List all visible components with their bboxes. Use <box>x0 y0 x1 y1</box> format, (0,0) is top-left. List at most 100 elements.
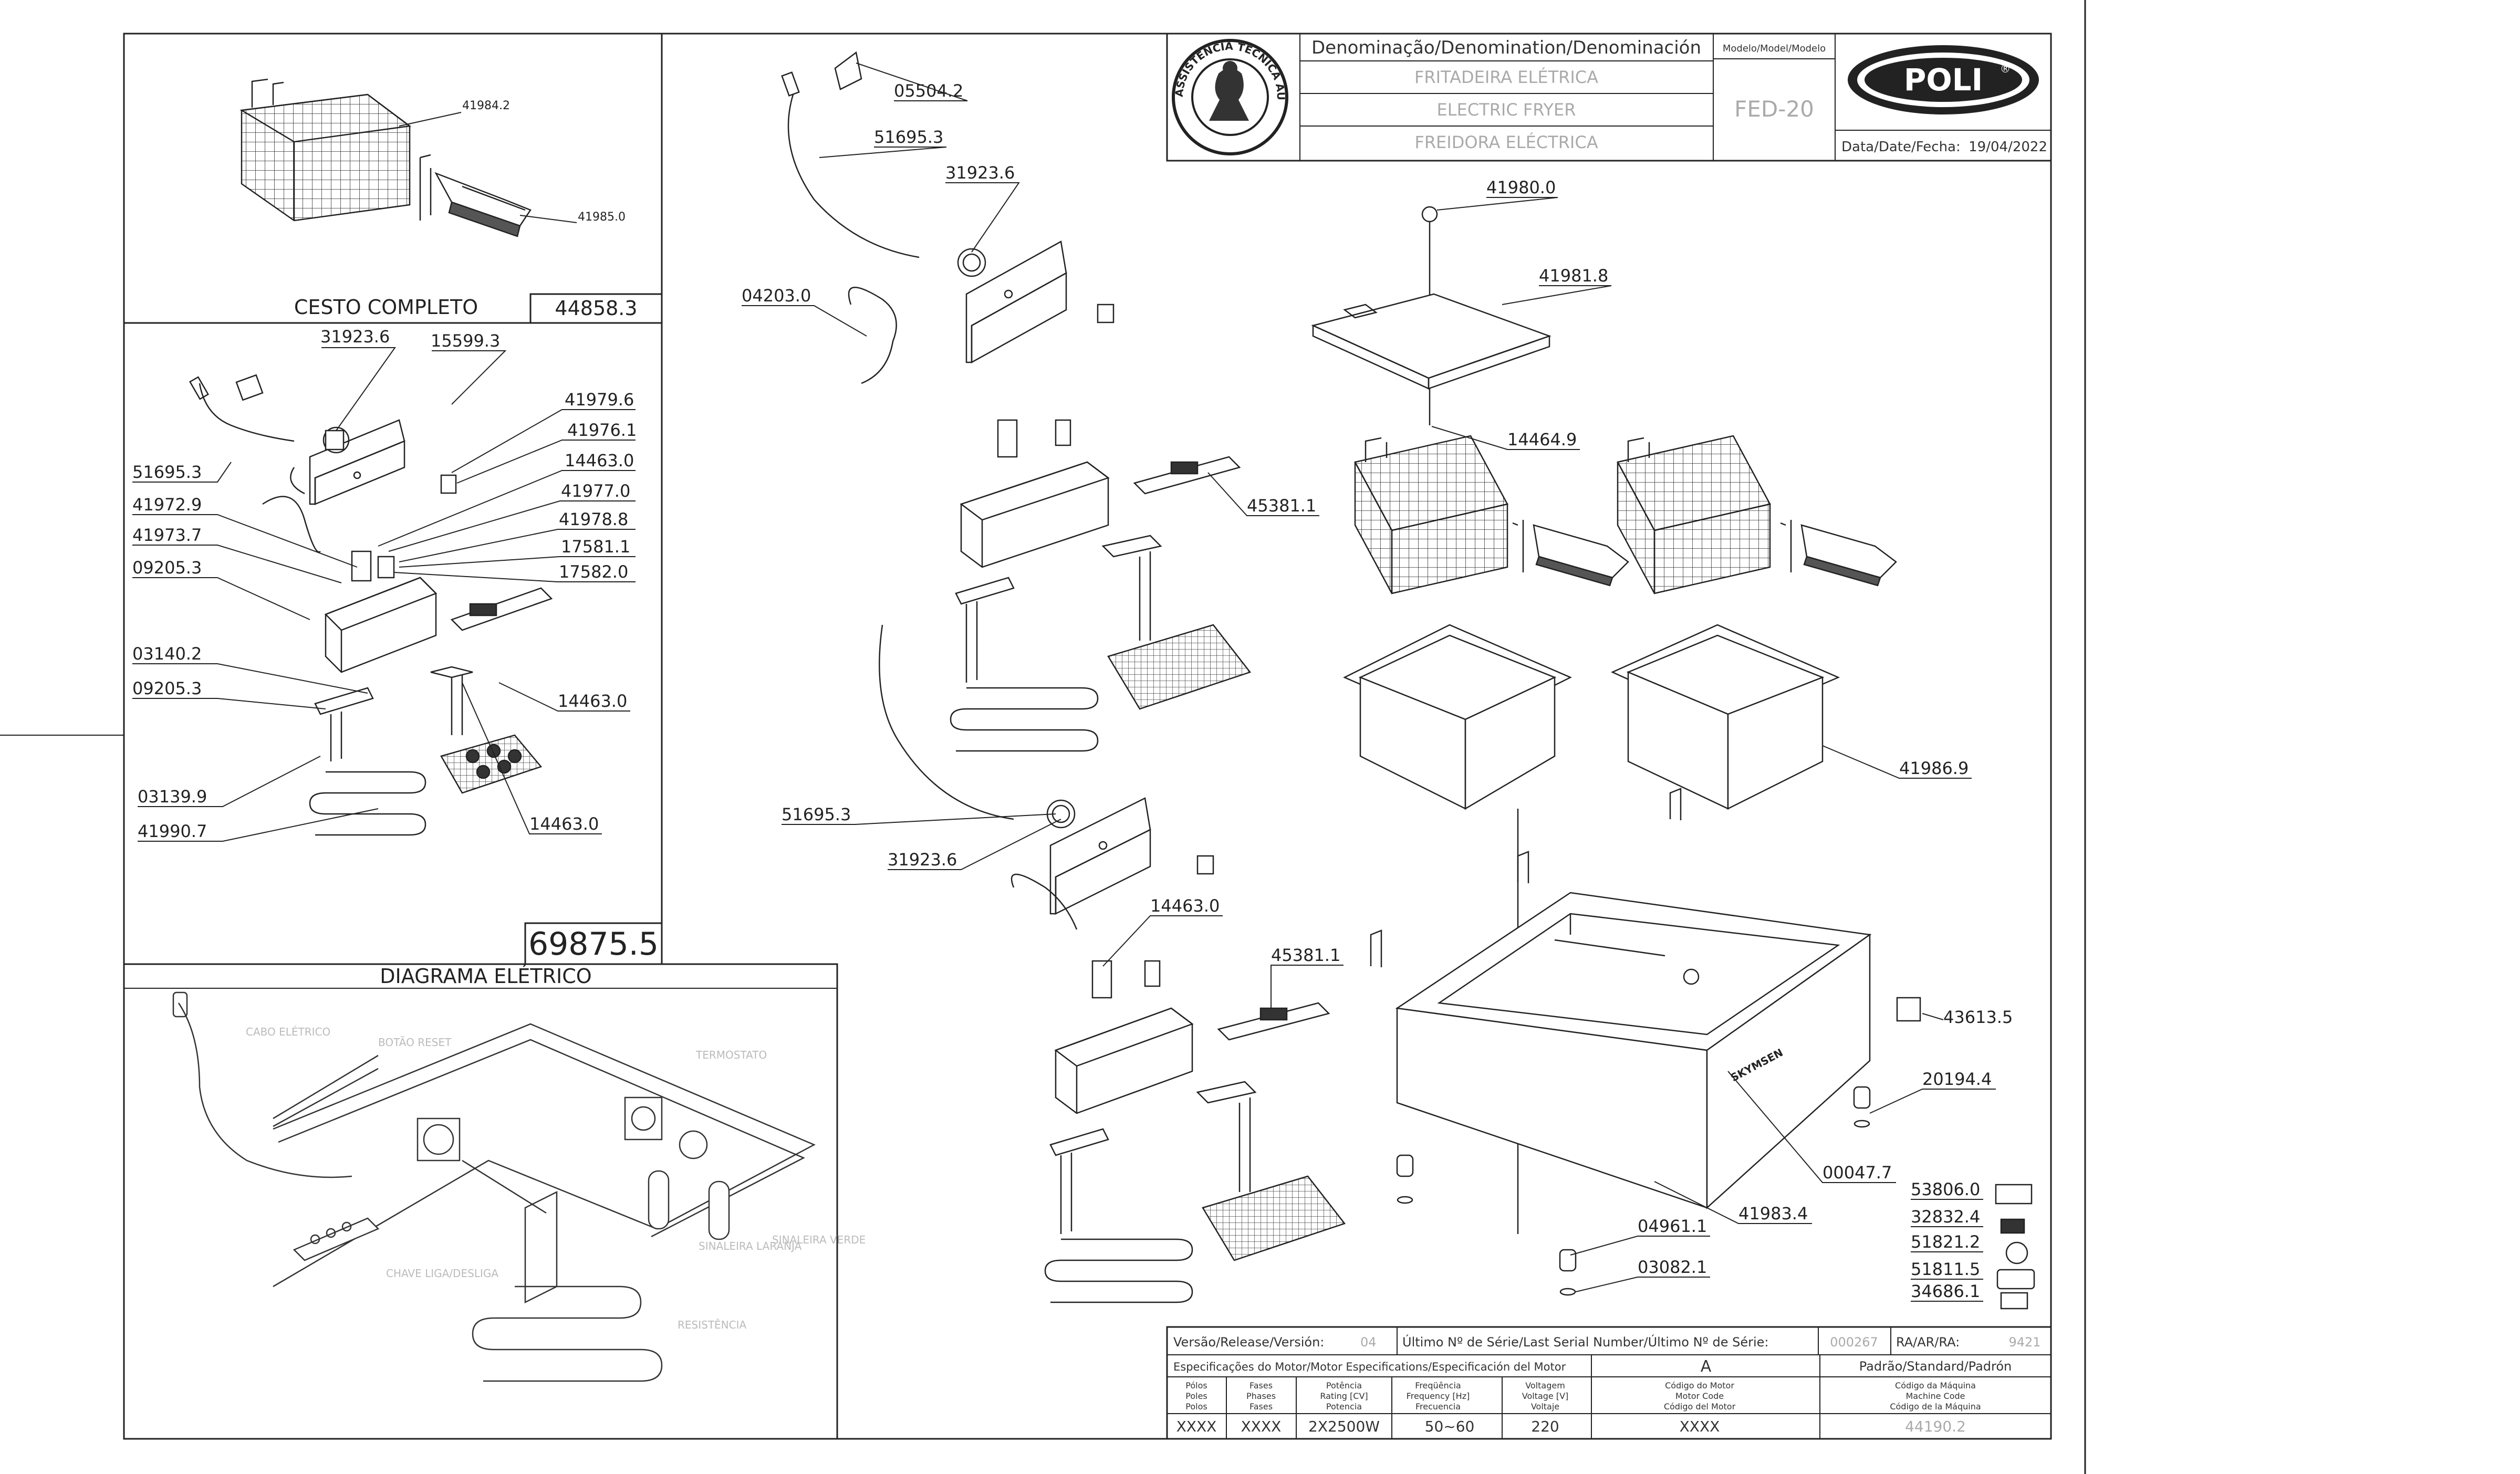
part-label: 41972.9 <box>132 495 202 515</box>
product-name-pt: FRITADEIRA ELÉTRICA <box>1414 67 1598 87</box>
col-motor-code: Código do Motor Motor Code Código del Mo… <box>1664 1381 1736 1435</box>
part-label: 03140.2 <box>132 644 202 664</box>
col-label-line: Código de la Máquina <box>1890 1402 1981 1412</box>
part-label: 17581.1 <box>561 537 630 557</box>
wiring-label-switch: CHAVE LIGA/DESLIGA <box>386 1267 498 1280</box>
col-label-line: Rating [CV] <box>1320 1391 1368 1401</box>
motor-spec-header: Especificações do Motor/Motor Especifica… <box>1173 1361 1566 1373</box>
wiring-diagram <box>172 991 816 1382</box>
part-label: 31923.6 <box>320 327 390 347</box>
product-name-en: ELECTRIC FRYER <box>1437 100 1576 120</box>
part-label: 03139.9 <box>138 787 207 807</box>
col-label-line: Fases <box>1249 1402 1273 1412</box>
part-label: 41985.0 <box>578 211 626 224</box>
col-label-line: Voltage [V] <box>1522 1391 1569 1401</box>
col-label-line: Código da Máquina <box>1895 1381 1976 1391</box>
part-label: 41986.9 <box>1899 758 1969 778</box>
wiring-panel-title: DIAGRAMA ELÉTRICO <box>380 965 591 988</box>
part-label: 51695.3 <box>132 462 202 482</box>
part-label: 51811.5 <box>1911 1259 1980 1279</box>
part-label: 14463.0 <box>1150 896 1220 916</box>
col-label-line: Voltaje <box>1531 1402 1559 1412</box>
wiring-label-resistance: RESISTÊNCIA <box>678 1319 747 1331</box>
part-label: 41976.1 <box>567 420 637 440</box>
col-value: 44190.2 <box>1905 1418 1966 1435</box>
part-label: 17582.0 <box>559 562 628 582</box>
model-value: FED-20 <box>1734 96 1814 122</box>
part-label: 41973.7 <box>132 525 202 545</box>
assembly-code-box <box>524 922 663 965</box>
col-label-line: Código do Motor <box>1665 1381 1734 1391</box>
version-value: 04 <box>1360 1335 1377 1350</box>
spec-table: Versão/Release/Versión: 04 Último Nº de … <box>1166 1326 2052 1440</box>
date-value: 19/04/2022 <box>1969 139 2047 155</box>
col-label-line: Machine Code <box>1905 1391 1965 1401</box>
part-label: 03082.1 <box>1638 1257 1707 1277</box>
center-assembly-drawing <box>781 51 1346 1303</box>
ra-label: RA/AR/RA: <box>1896 1335 1960 1350</box>
wiring-label-thermostat: TERMOSTATO <box>695 1049 767 1061</box>
col-label-line: Poles <box>1185 1391 1207 1401</box>
col-frequency: Freqüência Frequency [Hz] Frecuencia 50~… <box>1407 1381 1475 1435</box>
col-phases: Fases Phases Fases XXXX <box>1241 1381 1282 1435</box>
col-label-line: Pólos <box>1185 1381 1207 1391</box>
part-label: 41980.0 <box>1486 177 1556 197</box>
part-label: 41984.2 <box>462 99 510 112</box>
authorized-service-seal: ASSISTÊNCIA TÉCNICA AUTORIZADA <box>0 0 1288 155</box>
assembly-code: 69875.5 <box>528 926 659 963</box>
basket-code-box <box>529 293 663 324</box>
col-label-line: Polos <box>1185 1402 1207 1412</box>
col-value: XXXX <box>1680 1418 1720 1435</box>
col-label-line: Frecuencia <box>1415 1402 1461 1412</box>
wiring-label-power-cable: CABO ELÉTRICO <box>246 1026 330 1038</box>
col-value: 220 <box>1531 1418 1559 1435</box>
basket-panel: CESTO COMPLETO 44858.3 69875.5 DIAGRAMA … <box>124 293 837 989</box>
col-voltage: Voltagem Voltage [V] Voltaje 220 <box>1522 1381 1569 1435</box>
wiring-label-reset-button: BOTÃO RESET <box>378 1036 452 1049</box>
col-label-line: Voltagem <box>1525 1381 1565 1391</box>
part-label: 15599.3 <box>431 331 500 351</box>
part-label: 00047.7 <box>1823 1163 1892 1183</box>
col-value: XXXX <box>1176 1418 1217 1435</box>
leader-lines <box>132 62 1996 1302</box>
model-header: Modelo/Model/Modelo <box>1723 43 1826 54</box>
part-label: 20194.4 <box>1922 1069 1992 1089</box>
col-label-line: Código del Motor <box>1664 1402 1736 1412</box>
part-label: 45381.1 <box>1247 496 1316 516</box>
part-label: 51821.2 <box>1911 1232 1980 1252</box>
product-name-es: FREIDORA ELÉCTRICA <box>1414 132 1598 152</box>
part-label: 41981.8 <box>1539 266 1608 286</box>
col-label-line: Motor Code <box>1675 1391 1724 1401</box>
part-label: 04203.0 <box>742 286 811 306</box>
standard-header: Padrão/Standard/Padrón <box>1859 1359 2012 1374</box>
part-label: 09205.3 <box>132 558 202 578</box>
basket-code: 44858.3 <box>555 297 637 320</box>
col-label-line: Potencia <box>1326 1402 1362 1412</box>
part-label: 14463.0 <box>529 814 599 834</box>
standard-letter: A <box>1701 1357 1712 1376</box>
ra-value: 9421 <box>2008 1335 2040 1350</box>
basket-panel-title: CESTO COMPLETO <box>294 296 478 319</box>
wiring-label-orange-lamp: SINALEIRA LARANJA <box>699 1240 802 1252</box>
serial-value: 000267 <box>1830 1335 1878 1350</box>
col-value: 2X2500W <box>1308 1418 1380 1435</box>
part-label: 51695.3 <box>874 127 943 147</box>
wiring-label-green-lamp: SINALEIRA VERDE <box>772 1233 866 1246</box>
col-value: XXXX <box>1241 1418 1282 1435</box>
part-label: 41977.0 <box>561 481 630 501</box>
part-label: 41979.6 <box>565 390 634 410</box>
part-label: 09205.3 <box>132 678 202 698</box>
logo-text: POLI <box>1904 62 1983 98</box>
part-label: 14463.0 <box>558 691 627 711</box>
wiring-labels: CABO ELÉTRICO BOTÃO RESET TERMOSTATO CHA… <box>246 1026 866 1331</box>
col-machine-code: Código da Máquina Machine Code Código de… <box>1890 1381 1981 1435</box>
col-value: 50~60 <box>1425 1418 1475 1435</box>
part-labels: 41984.2 41985.0 31923.6 15599.3 41979.6 … <box>132 81 2013 1301</box>
part-label: 43613.5 <box>1943 1007 2013 1027</box>
denomination-header: Denominação/Denomination/Denominación <box>1311 37 1701 58</box>
fryer-body-drawing <box>1311 206 2035 1310</box>
col-poles: Pólos Poles Polos XXXX <box>1176 1381 1217 1435</box>
part-label: 14463.0 <box>565 451 634 471</box>
col-label-line: Phases <box>1246 1391 1276 1401</box>
